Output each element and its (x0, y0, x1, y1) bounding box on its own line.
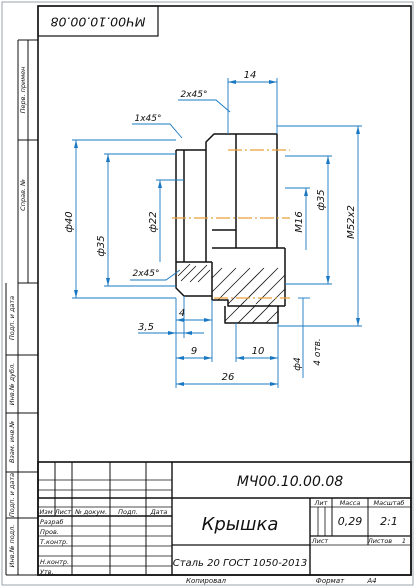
dim-holes-count: 4 отв. (313, 338, 323, 366)
dim-dia-22: ф22 (148, 211, 159, 232)
tb-header-podp: Подп. (118, 508, 138, 516)
tb-role-nkontr: Н.контр. (40, 558, 69, 566)
tb-header-list: Лист (54, 508, 72, 516)
rotated-designation-box: МЧ00.10.00.08 (37, 5, 159, 37)
tb-role-utv: Утв. (40, 568, 54, 576)
dim-chamfer-small: 1x45° (134, 114, 161, 124)
tb-header-izm: Изм (39, 508, 52, 516)
dim-holes-dia: ф4 (293, 357, 303, 371)
left-margin-strip (5, 39, 38, 576)
tb-scale-value: 2:1 (380, 515, 398, 528)
dim-top-width: 14 (244, 70, 257, 81)
tb-sheets-label: Листов (367, 537, 392, 545)
dim-dia-40: ф40 (64, 211, 75, 232)
dim-4: 4 (179, 308, 185, 319)
tb-role-prov: Пров. (40, 528, 59, 536)
tb-scale-label: Масштаб (374, 499, 405, 507)
dimension-lines (72, 78, 362, 388)
tb-header-dokum: № докум. (74, 508, 107, 516)
margin-label-podp-data-1: Подп. и дата (8, 296, 16, 340)
tb-lit-label: Лит (314, 499, 328, 507)
margin-label-inv-podl: Инв.№ подл. (8, 525, 16, 568)
dim-dia-35-left: ф35 (96, 235, 107, 256)
dim-chamfer-top: 2x45° (180, 90, 207, 100)
dimension-arrows (74, 80, 360, 386)
footer-copied: Копировал (186, 577, 227, 585)
margin-label-perv-primen: Перв. примен (19, 67, 27, 114)
tb-header-data: Дата (150, 508, 168, 516)
dim-10: 10 (252, 346, 265, 357)
title-part-name: Крышка (202, 514, 279, 535)
dim-3-5: 3,5 (138, 322, 154, 333)
dim-26: 26 (222, 372, 235, 383)
dim-dia-35-right: ф35 (316, 189, 327, 210)
dim-thread-m16: М16 (294, 211, 305, 232)
dim-thread-m52: М52х2 (346, 205, 357, 239)
tb-sheets-value: 1 (402, 537, 406, 545)
tb-mass-value: 0,29 (338, 515, 363, 528)
tb-role-razrab: Разраб (40, 518, 63, 526)
tb-mass-label: Масса (340, 499, 361, 507)
section-hatching (177, 263, 286, 324)
rotated-designation: МЧ00.10.00.08 (51, 15, 146, 30)
title-material: Сталь 20 ГОСТ 1050-2013 (173, 558, 308, 569)
footer-format-value: А4 (366, 577, 376, 585)
margin-label-sprav-no: Справ. № (19, 179, 27, 211)
margin-label-vzam-inv: Взам. инв.№ (8, 421, 16, 463)
title-designation: МЧ00.10.00.08 (237, 474, 343, 490)
footer-format-label: Формат (316, 577, 345, 585)
tb-role-tkontr: Т.контр. (40, 538, 68, 546)
dim-9: 9 (191, 346, 197, 357)
part-outline (175, 133, 286, 324)
margin-label-inv-dubl: Инв.№ дубл. (8, 363, 16, 405)
dim-chamfer-bottom: 2x45° (132, 269, 159, 279)
title-block-grid (37, 461, 412, 576)
tb-sheet-label: Лист (311, 537, 329, 545)
axis-lines (172, 149, 290, 299)
margin-label-podp-data-2: Подп. и дата (8, 473, 16, 517)
